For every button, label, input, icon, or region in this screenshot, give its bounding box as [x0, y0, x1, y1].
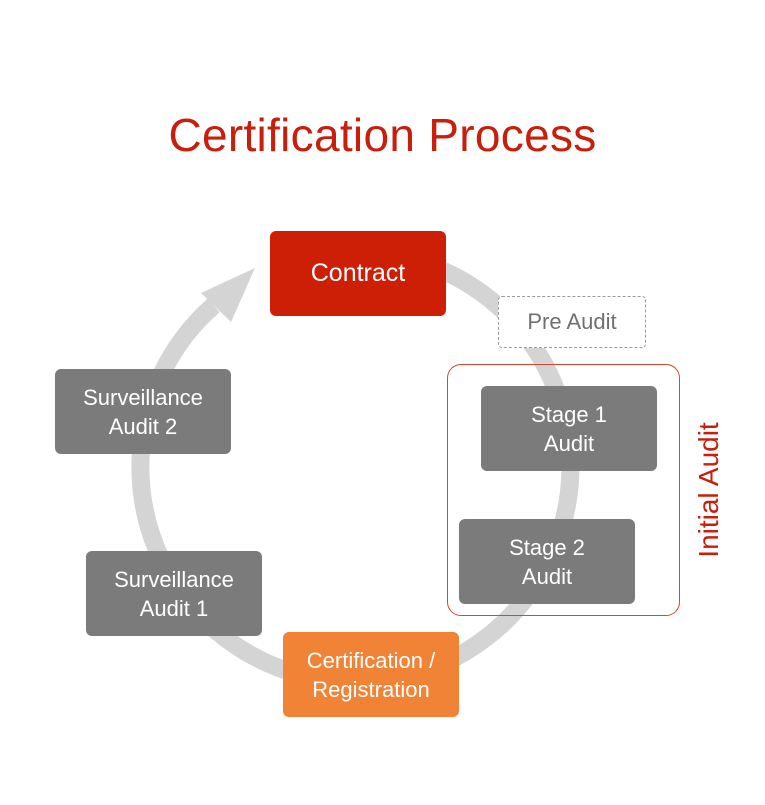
pre-audit-label: Pre Audit	[527, 309, 617, 334]
certification-registration-box: Certification / Registration	[283, 632, 459, 717]
pre-audit-box: Pre Audit	[498, 296, 646, 348]
initial-audit-group	[447, 364, 680, 616]
stage-2-audit-line-2: Audit	[521, 563, 573, 589]
contract-label: Contract	[310, 259, 406, 287]
cycle-arrowhead-icon	[201, 268, 255, 322]
page-title: Certification Process	[168, 109, 597, 161]
certification-line-2: Registration	[312, 676, 430, 702]
certification-line-1: Certification /	[306, 647, 436, 673]
surveillance-audit-1-line-1: Surveillance	[114, 566, 234, 592]
stage-1-audit-line-2: Audit	[543, 430, 595, 456]
surveillance-audit-2-line-2: Audit 2	[108, 413, 178, 439]
surveillance-audit-2-line-1: Surveillance	[83, 384, 203, 410]
stage-1-audit-line-1: Stage 1	[531, 401, 607, 427]
surveillance-audit-1-line-2: Audit 1	[139, 595, 209, 621]
stage-1-audit-box: Stage 1 Audit	[481, 386, 657, 471]
stage-2-audit-box: Stage 2 Audit	[459, 519, 635, 604]
contract-box: Contract	[270, 231, 446, 316]
surveillance-audit-2-box: Surveillance Audit 2	[55, 369, 231, 454]
stage-2-audit-line-1: Stage 2	[509, 534, 585, 560]
surveillance-audit-1-box: Surveillance Audit 1	[86, 551, 262, 636]
initial-audit-label: Initial Audit	[693, 422, 724, 558]
